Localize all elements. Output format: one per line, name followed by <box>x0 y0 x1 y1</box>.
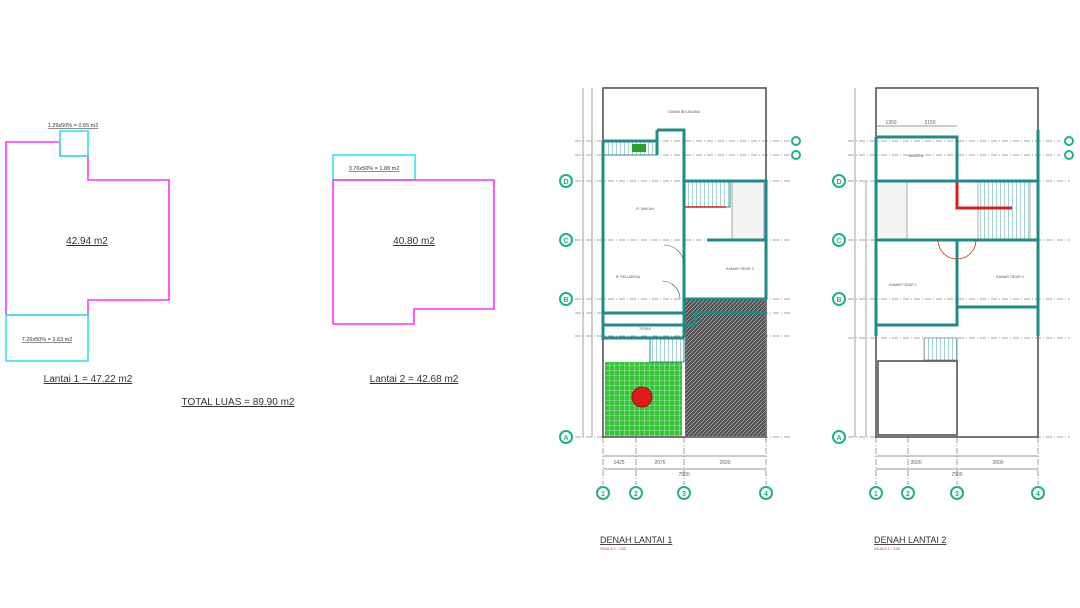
main-area-label: 42.94 m2 <box>66 236 108 247</box>
svg-text:2: 2 <box>906 491 910 498</box>
grid-bubbles: D C B A 1 2 3 4 <box>832 136 1074 500</box>
svg-text:1: 1 <box>874 491 878 498</box>
area-diagram-lantai-1: 1.29x50% = 0.65 m2 42.94 m2 7.26x50% = 3… <box>5 123 170 385</box>
lantai1-total: Lantai 1 = 47.22 m2 <box>44 374 133 385</box>
stair <box>684 180 731 208</box>
svg-text:A: A <box>563 435 568 442</box>
svg-text:2075: 2075 <box>654 460 665 466</box>
svg-text:1425: 1425 <box>613 460 624 466</box>
svg-text:2: 2 <box>634 491 638 498</box>
svg-text:D: D <box>836 179 841 186</box>
room-label: R. KELUARGA <box>616 275 641 279</box>
top-extra-label: 3.76x50% = 1.88 m2 <box>349 166 400 172</box>
room-label: KAMAR TIDUR 1 <box>889 283 917 287</box>
grid-bubbles: D C B A 1 2 3 4 <box>559 136 801 500</box>
top-dimensions: 1350 2150 <box>876 120 957 127</box>
svg-text:B: B <box>836 297 841 304</box>
area-diagram-lantai-2: 3.76x50% = 1.88 m2 40.80 m2 Lantai 2 = 4… <box>332 154 495 385</box>
svg-text:7500: 7500 <box>951 472 962 478</box>
plan-scale: SKALA 1 : 100 <box>600 546 627 551</box>
svg-text:3500: 3500 <box>910 460 921 466</box>
bottom-dimensions: 3500 2600 7500 <box>876 455 1038 478</box>
bathroom-tiles <box>731 181 765 240</box>
room-label: BALKON <box>909 154 924 158</box>
bottom-extra-outline <box>5 314 89 362</box>
svg-text:C: C <box>563 238 568 245</box>
garage-roof <box>877 360 958 436</box>
svg-text:1: 1 <box>601 491 605 498</box>
sink-icon <box>632 144 646 152</box>
top-extra-outline <box>59 130 89 157</box>
tree-icon <box>631 386 653 408</box>
svg-text:B: B <box>563 297 568 304</box>
svg-text:3: 3 <box>955 491 959 498</box>
svg-text:A: A <box>836 435 841 442</box>
room-label: KAMAR TIDUR 2 <box>726 267 754 271</box>
svg-text:4: 4 <box>764 491 768 498</box>
top-extra-label: 1.29x50% = 0.65 m2 <box>48 123 99 129</box>
svg-text:4: 4 <box>1036 491 1040 498</box>
main-area-label: 40.80 m2 <box>393 236 435 247</box>
front-step <box>649 337 685 363</box>
svg-text:2150: 2150 <box>924 120 935 126</box>
walls <box>601 128 768 340</box>
main-area-outline <box>5 141 170 316</box>
room-label: TERAS <box>639 327 652 331</box>
plan-title: DENAH LANTAI 1 <box>600 535 672 545</box>
room-label: R. MAKAN <box>636 207 654 211</box>
kitchen-counter <box>603 140 657 156</box>
floor-plan-lantai-1: TAMAN BELAKANG R. MAKAN R. KELUARGA KAMA… <box>559 87 801 551</box>
room-label: TAMAN BELAKANG <box>668 110 701 114</box>
front-step <box>923 337 958 361</box>
carport-paving <box>685 300 765 436</box>
plan-title: DENAH LANTAI 2 <box>874 535 946 545</box>
svg-text:3: 3 <box>682 491 686 498</box>
floor-plan-lantai-2: BALKON KAMAR TIDUR 1 KAMAR TIDUR 2 1350 … <box>832 87 1074 551</box>
svg-text:C: C <box>836 238 841 245</box>
svg-text:2600: 2600 <box>719 460 730 466</box>
main-area-outline <box>332 179 495 325</box>
svg-text:2600: 2600 <box>992 460 1003 466</box>
bathroom-tiles <box>876 181 908 240</box>
bottom-dimensions: 1425 2075 2600 7500 <box>603 455 766 478</box>
plan-scale: SKALA 1 : 100 <box>874 546 901 551</box>
svg-text:D: D <box>563 179 568 186</box>
svg-text:1350: 1350 <box>885 120 896 126</box>
bottom-extra-label: 7.26x50% = 3.63 m2 <box>22 337 73 343</box>
grand-total: TOTAL LUAS = 89.90 m2 <box>182 397 295 408</box>
stair <box>977 181 1031 240</box>
room-label: KAMAR TIDUR 2 <box>996 275 1024 279</box>
lantai2-total: Lantai 2 = 42.68 m2 <box>370 374 459 385</box>
svg-text:7500: 7500 <box>678 472 689 478</box>
walls <box>874 130 1040 336</box>
